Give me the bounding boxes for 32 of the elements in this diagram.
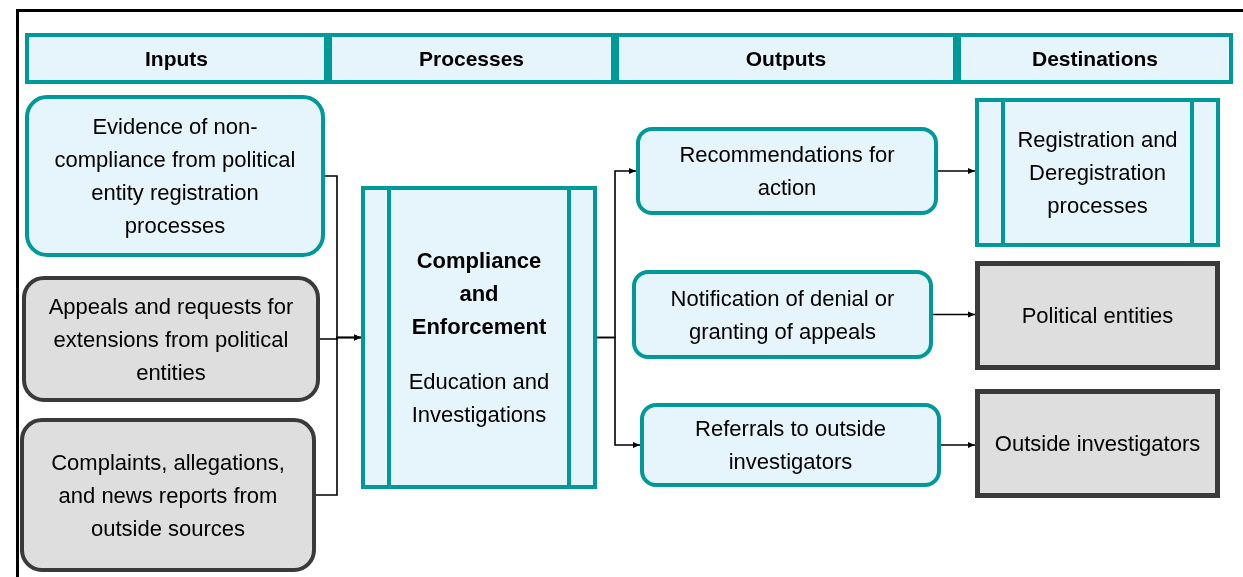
column-header <box>957 33 1233 84</box>
connector-arrow <box>932 311 976 318</box>
box-text: Evidence of non-compliance from political entity registration processes <box>53 113 297 240</box>
column-heading: Inputs <box>145 45 208 72</box>
box-text: Education and Investigations <box>407 368 551 429</box>
box-text: Notification of denial or granting of appeals <box>669 284 896 346</box>
destination-box <box>975 389 1220 498</box>
output-box <box>640 403 941 487</box>
input-box <box>25 95 325 257</box>
input-box <box>20 418 316 572</box>
column-heading: Destinations <box>1032 45 1158 72</box>
connector-arrow <box>937 168 976 174</box>
box-text: Registration and Deregistration processes <box>1016 126 1179 220</box>
column-heading: Processes <box>418 45 525 72</box>
connector-arrow <box>596 336 641 448</box>
box-text: Outside investigators <box>994 430 1201 458</box>
connector-arrow <box>940 442 976 448</box>
input-box <box>22 276 320 402</box>
predefined-process-box <box>361 186 597 489</box>
predefined-process-box <box>975 98 1220 247</box>
box-text: Referrals to outside investigators <box>694 415 887 476</box>
box-text: Political entities <box>1021 302 1174 330</box>
connector-arrow <box>315 334 362 496</box>
process-title: Compliance and Enforcement <box>410 247 548 341</box>
box-text: Recommendations for action <box>678 141 896 202</box>
output-box <box>636 127 938 215</box>
output-box <box>632 270 933 359</box>
box-text: Complaints, allegations, and news reports from outside sources <box>50 448 286 543</box>
column-header <box>25 33 328 84</box>
box-text: Appeals and requests for extensions from political entities <box>47 292 295 387</box>
destination-box <box>975 261 1220 370</box>
column-heading: Outputs <box>745 45 827 72</box>
